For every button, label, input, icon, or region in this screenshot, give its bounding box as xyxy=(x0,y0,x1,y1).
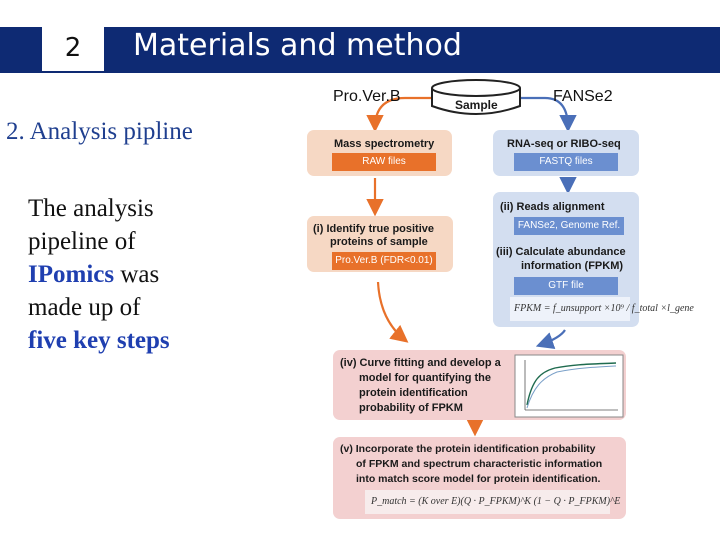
rnaseq-sub: FASTQ files xyxy=(514,153,618,171)
slide-title: Materials and method xyxy=(133,28,462,63)
curve-line-3: protein identification xyxy=(359,387,468,399)
abundance-line-1: (iii) Calculate abundance xyxy=(496,246,626,258)
connector-sample-left xyxy=(366,96,432,133)
identify-line-2: proteins of sample xyxy=(330,236,428,248)
body-line-2: pipeline of xyxy=(28,228,136,255)
fpkm-formula: FPKM = f_unsupport ×10⁹ / f_total ×l_gen… xyxy=(510,297,694,321)
incorporate-line-2: of FPKM and spectrum characteristic info… xyxy=(356,458,603,470)
highlight-ipomics: IPomics xyxy=(28,261,115,288)
label-fanse2: FANSe2 xyxy=(553,88,613,105)
mass-spec-title: Mass spectrometry xyxy=(334,138,435,150)
connector-sample-right xyxy=(520,96,577,133)
mass-spec-sub: RAW files xyxy=(332,153,436,171)
body-line-1: The analysis xyxy=(28,195,154,222)
incorporate-line-1: (v) Incorporate the protein identificati… xyxy=(340,443,596,455)
identify-line-1: (i) Identify true positive xyxy=(313,223,435,235)
curve-line-2: model for quantifying the xyxy=(359,372,491,384)
sample-label: Sample xyxy=(455,98,498,112)
reads-sub: FANSe2, Genome Ref. xyxy=(514,217,624,235)
abundance-line-2: information (FPKM) xyxy=(521,260,624,272)
rnaseq-title: RNA-seq or RIBO-seq xyxy=(507,138,621,150)
arrow-abundance-to-curve xyxy=(535,329,566,349)
arrow-identify-to-curve xyxy=(376,281,409,343)
curve-line-1: (iv) Curve fitting and develop a xyxy=(340,357,501,369)
section-heading: 2. Analysis pipline xyxy=(6,118,193,145)
curve-line-4: probability of FPKM xyxy=(359,402,463,414)
abundance-sub: GTF file xyxy=(514,277,618,295)
match-score-formula: P_match = (K over E)(Q · P_FPKM)^K (1 − … xyxy=(365,490,620,514)
body-paragraph: The analysis pipeline of IPomics was mad… xyxy=(28,192,228,357)
reads-title: (ii) Reads alignment xyxy=(500,201,605,213)
identify-sub: Pro.Ver.B (FDR<0.01) xyxy=(332,252,436,270)
section-number: 2 xyxy=(64,33,82,63)
incorporate-line-3: into match score model for protein ident… xyxy=(356,473,601,485)
highlight-five-key-steps: five key steps xyxy=(28,327,170,354)
header-bar xyxy=(0,27,720,73)
body-line-3-rest: was xyxy=(114,261,160,288)
label-prover: Pro.Ver.B xyxy=(333,88,401,105)
section-number-box xyxy=(42,27,104,73)
body-line-4: made up of xyxy=(28,294,141,321)
